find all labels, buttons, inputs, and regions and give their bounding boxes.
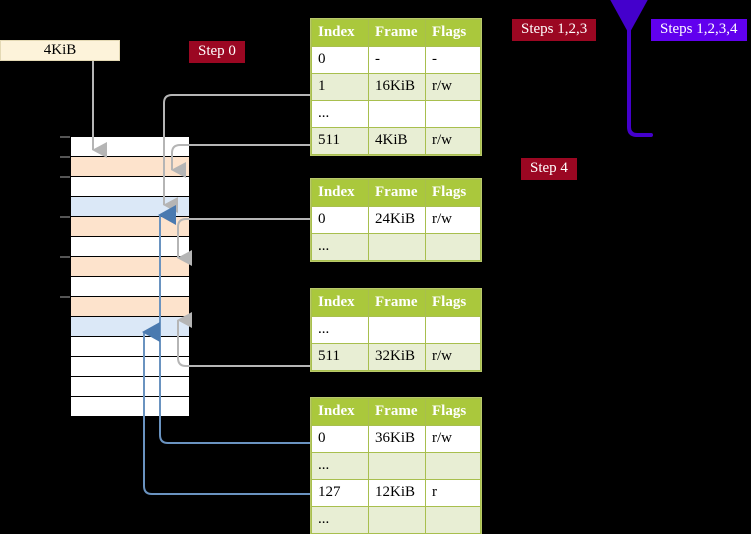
column-header-frame: Frame [368,289,426,317]
table-row: ... [311,452,481,480]
column-header-index: Index [311,289,369,317]
cell-frame [368,233,426,261]
memory-frame-row [70,136,190,157]
column-header-frame: Frame [368,179,426,207]
cell-flags: r/w [425,343,481,371]
cell-flags: r [425,479,481,507]
step-badge-steps123: Steps 1,2,3 [512,19,597,41]
cell-frame: 12KiB [368,479,426,507]
cell-frame [368,316,426,344]
cell-index: ... [311,506,369,534]
column-header-flags: Flags [425,19,481,47]
cell-index: ... [311,233,369,261]
step-badge-steps1234: Steps 1,2,3,4 [651,19,747,41]
cell-frame [368,100,426,128]
step-badge-step0: Step 0 [189,41,245,63]
cell-index: 511 [311,127,369,155]
memory-frame-row [70,356,190,377]
cell-flags: r/w [425,425,481,453]
memory-frame-row [70,156,190,177]
cell-index: 0 [311,206,369,234]
memory-frame-row [70,176,190,197]
column-header-index: Index [311,398,369,426]
wire-pml4-row511 [171,144,311,178]
memory-frame-row [70,336,190,357]
cell-flags [425,506,481,534]
cell-index: ... [311,100,369,128]
table-row: 0-- [311,46,481,74]
cell-frame: 16KiB [368,73,426,101]
cell-frame: 24KiB [368,206,426,234]
cell-frame: 36KiB [368,425,426,453]
table-row: ... [311,233,481,261]
table-row: ... [311,316,481,344]
cell-frame [368,452,426,480]
cell-flags: r/w [425,73,481,101]
memory-size-text: 4KiB [43,42,77,58]
wire-steps-1234-bracket [607,0,653,137]
cell-flags [425,100,481,128]
cell-index: ... [311,316,369,344]
memory-frame-row [70,216,190,237]
cell-index: 127 [311,479,369,507]
cell-flags [425,452,481,480]
cell-index: 1 [311,73,369,101]
cell-flags [425,316,481,344]
cell-index: 511 [311,343,369,371]
cell-frame: 4KiB [368,127,426,155]
physical-memory-column [60,136,190,417]
column-header-frame: Frame [368,398,426,426]
memory-frame-tick [60,296,70,298]
cell-flags [425,233,481,261]
column-header-index: Index [311,179,369,207]
column-header-flags: Flags [425,179,481,207]
memory-frame-row [70,376,190,397]
cell-frame: 32KiB [368,343,426,371]
cell-flags: - [425,46,481,74]
column-header-flags: Flags [425,398,481,426]
table-row: ... [311,506,481,534]
column-header-frame: Frame [368,19,426,47]
column-header-flags: Flags [425,289,481,317]
cell-index: 0 [311,46,369,74]
wire-pdpt-row0 [177,218,311,266]
cell-index: ... [311,452,369,480]
cell-flags: r/w [425,127,481,155]
column-header-index: Index [311,19,369,47]
memory-frame-row [70,396,190,417]
memory-frame-row [70,316,190,337]
memory-frame-row [70,276,190,297]
memory-frame-tick [60,176,70,178]
cell-index: 0 [311,425,369,453]
step-badge-step4: Step 4 [521,158,577,180]
memory-frame-row [70,256,190,277]
memory-frame-tick [60,256,70,258]
memory-frame-tick [60,156,70,158]
memory-size-label: 4KiB [0,40,120,61]
cell-flags: r/w [425,206,481,234]
memory-frame-tick [60,216,70,218]
cell-frame [368,506,426,534]
wire-pd-row511 [177,312,311,367]
table-row: ... [311,100,481,128]
memory-frame-tick [60,136,70,138]
memory-frame-row [70,196,190,217]
memory-frame-row [70,236,190,257]
cell-frame: - [368,46,426,74]
memory-frame-row [70,296,190,317]
